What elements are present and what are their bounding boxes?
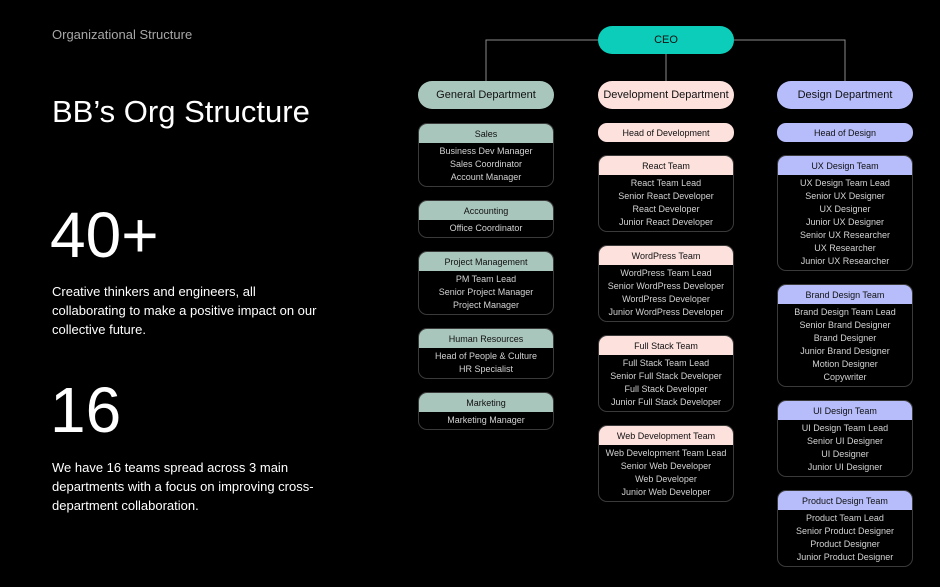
department-development: Development Department <box>598 81 734 109</box>
team-name: Full Stack Team <box>599 336 733 355</box>
team-member-role: WordPress Developer <box>622 294 710 304</box>
team-member-role: Marketing Manager <box>447 415 525 425</box>
team-member-role: UI Design Team Lead <box>801 423 889 433</box>
team-name: Accounting <box>419 201 553 220</box>
team-member-role: Senior UX Researcher <box>799 230 891 240</box>
team-member-role: Brand Design Team Lead <box>794 307 896 317</box>
team-member-role: Junior React Developer <box>618 217 714 227</box>
team-member-role: Web Development Team Lead <box>605 448 727 458</box>
team-member-role: React Team Lead <box>630 178 702 188</box>
team-member-role: Web Developer <box>635 474 697 484</box>
team-member-role: Junior WordPress Developer <box>608 307 724 317</box>
team-member-role: Senior Brand Designer <box>799 320 891 330</box>
team-member-role: Sales Coordinator <box>449 159 523 169</box>
team-member-role: UX Designer <box>819 204 871 214</box>
team-member-role: Junior UX Designer <box>805 217 885 227</box>
team-name: Human Resources <box>419 329 553 348</box>
team-members: Office Coordinator <box>419 220 553 235</box>
team-member-role: Junior UX Researcher <box>800 256 890 266</box>
team-name: Brand Design Team <box>778 285 912 304</box>
team-members: Marketing Manager <box>419 412 553 427</box>
team-member-role: Product Designer <box>810 539 880 549</box>
team-member-role: Senior Project Manager <box>438 287 534 297</box>
department-design: Design Department <box>777 81 913 109</box>
team-members: Head of People & Culture HR Specialist <box>419 348 553 376</box>
team-member-role: UX Researcher <box>814 243 876 253</box>
department-general: General Department <box>418 81 554 109</box>
team-member-role: Senior UI Designer <box>806 436 884 446</box>
team-name: Sales <box>419 124 553 143</box>
team-member-role: Senior WordPress Developer <box>607 281 725 291</box>
department-head-design: Head of Design <box>777 123 913 142</box>
team-member-role: Junior Brand Designer <box>800 346 890 356</box>
stat-teams-count-description: We have 16 teams spread across 3 main de… <box>52 460 314 513</box>
stat-teams-count-value: 16 <box>50 374 122 446</box>
team-member-role: React Developer <box>632 204 700 214</box>
team-name: UX Design Team <box>778 156 912 175</box>
team-member-role: Senior Web Developer <box>620 461 712 471</box>
team-member-role: Senior Full Stack Developer <box>610 371 722 381</box>
team-member-role: Product Team Lead <box>806 513 884 523</box>
team-member-role: Head of People & Culture <box>434 351 538 361</box>
team-name: UI Design Team <box>778 401 912 420</box>
team-name: Project Management <box>419 252 553 271</box>
team-member-role: Office Coordinator <box>449 223 523 233</box>
team-member-role: Junior Full Stack Developer <box>610 397 722 407</box>
team-member-role: Motion Designer <box>812 359 878 369</box>
team-member-role: Senior React Developer <box>618 191 714 201</box>
stat-team-size-value: 40+ <box>50 199 159 271</box>
team-member-role: WordPress Team Lead <box>620 268 712 278</box>
team-name: Web Development Team <box>599 426 733 445</box>
team-member-role: Business Dev Manager <box>439 146 533 156</box>
team-member-role: UI Designer <box>821 449 869 459</box>
team-name: Marketing <box>419 393 553 412</box>
team-member-role: Account Manager <box>450 172 522 182</box>
section-label: Organizational Structure <box>52 27 193 42</box>
team-member-role: Project Manager <box>452 300 520 310</box>
team-member-role: Full Stack Team Lead <box>622 358 710 368</box>
stat-team-size-description: Creative thinkers and engineers, all col… <box>52 284 317 337</box>
team-member-role: Junior Web Developer <box>621 487 711 497</box>
team-member-role: Copywriter <box>823 372 867 382</box>
team-member-role: Junior UI Designer <box>807 462 883 472</box>
team-member-role: Senior Product Designer <box>795 526 895 536</box>
page-title: BB’s Org Structure <box>52 94 310 129</box>
team-member-role: UX Design Team Lead <box>800 178 890 188</box>
team-member-role: Brand Designer <box>813 333 877 343</box>
team-member-role: HR Specialist <box>458 364 514 374</box>
team-member-role: Full Stack Developer <box>624 384 708 394</box>
team-member-role: Senior UX Designer <box>805 191 885 201</box>
team-name: Product Design Team <box>778 491 912 510</box>
team-member-role: PM Team Lead <box>455 274 517 284</box>
team-member-role: Junior Product Designer <box>796 552 894 562</box>
team-name: WordPress Team <box>599 246 733 265</box>
department-head-development: Head of Development <box>598 123 734 142</box>
team-name: React Team <box>599 156 733 175</box>
ceo-node: CEO <box>598 26 734 54</box>
